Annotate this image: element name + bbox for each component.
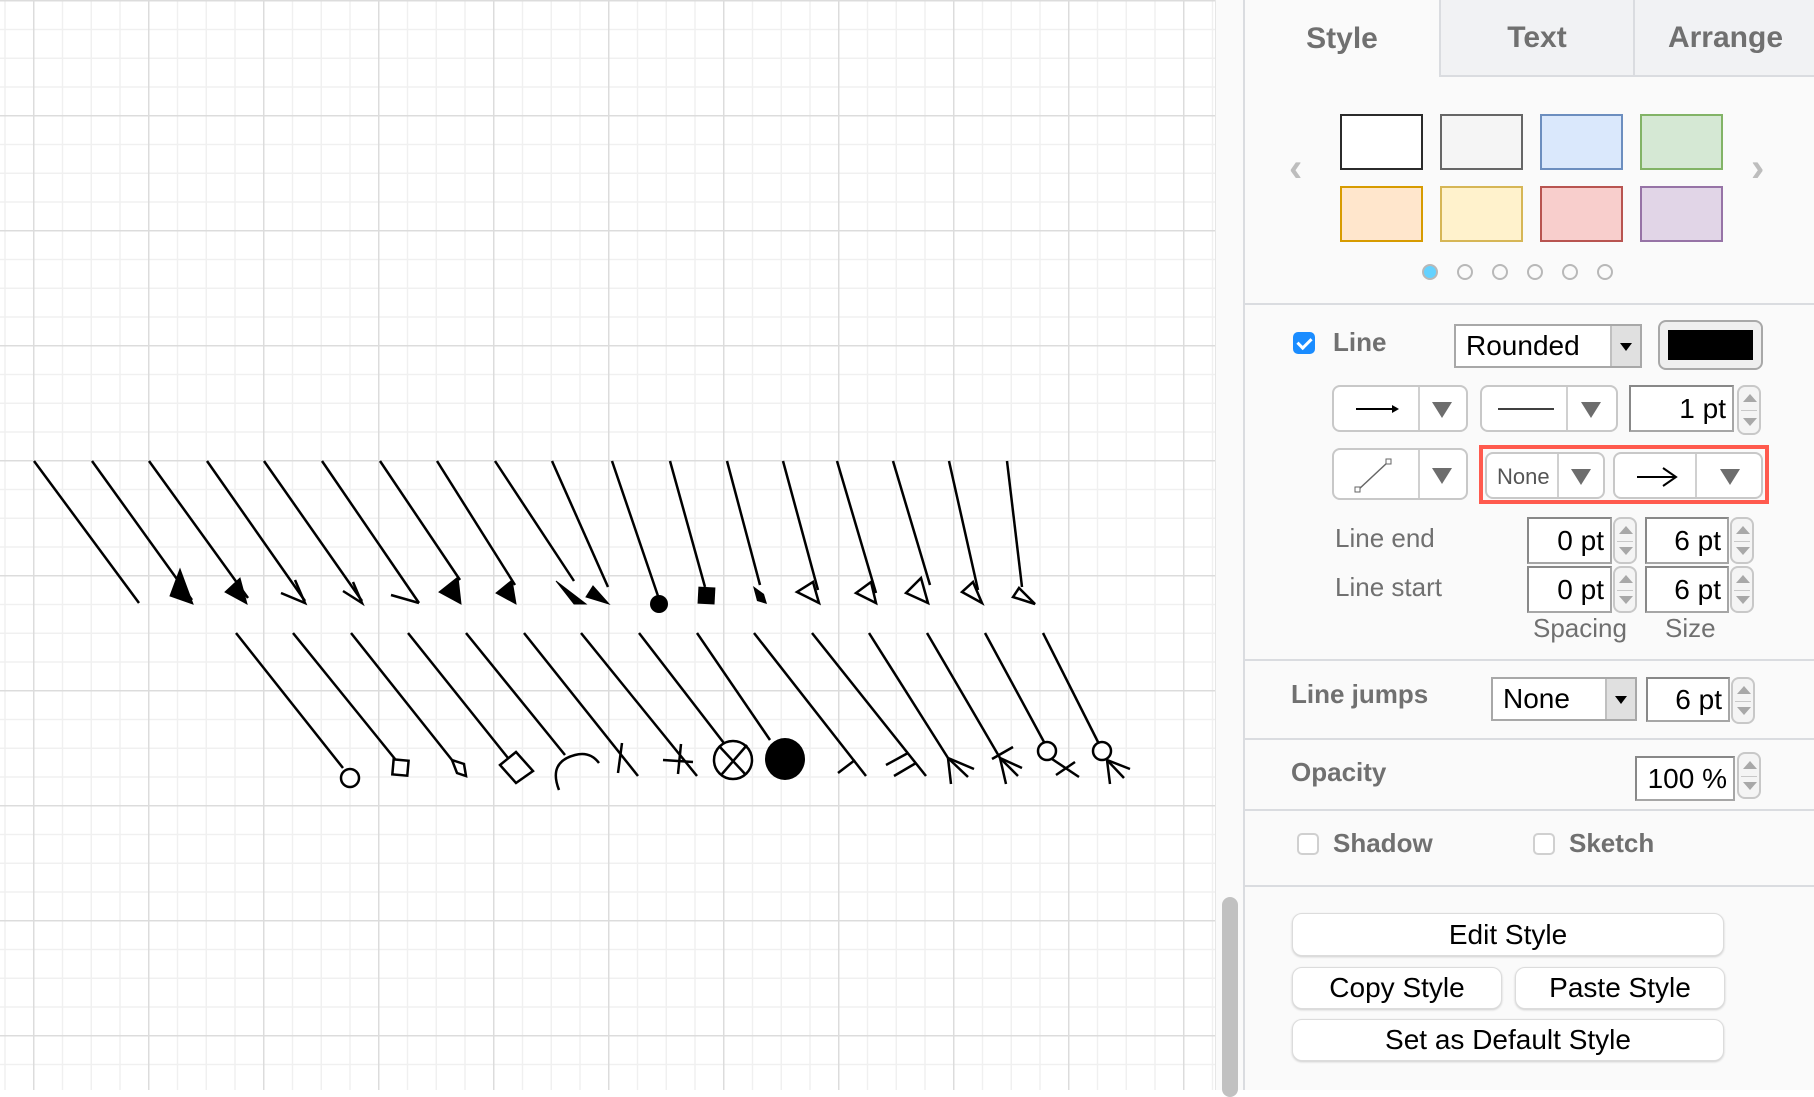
swatch-page-dot-4[interactable] bbox=[1527, 264, 1543, 280]
edit-style-label: Edit Style bbox=[1448, 918, 1568, 950]
style-swatch-green[interactable] bbox=[1640, 114, 1723, 170]
divider bbox=[1245, 303, 1814, 305]
paste-style-label: Paste Style bbox=[1549, 972, 1691, 1003]
line-label: Line bbox=[1333, 327, 1387, 357]
chevron-down-icon bbox=[1571, 469, 1591, 485]
line-style-select[interactable]: Rounded bbox=[1454, 324, 1642, 368]
chevron-down-icon bbox=[1432, 468, 1452, 484]
copy-style-button[interactable]: Copy Style bbox=[1292, 967, 1502, 1009]
sketch-label: Sketch bbox=[1569, 828, 1655, 858]
style-swatch-blue[interactable] bbox=[1540, 114, 1623, 170]
line-start-label: Line start bbox=[1335, 572, 1442, 602]
chevron-down-icon bbox=[1720, 469, 1740, 485]
swatch-page-dot-1[interactable] bbox=[1422, 264, 1438, 280]
divider bbox=[1245, 885, 1814, 887]
chevron-down-icon bbox=[1432, 402, 1452, 418]
copy-style-label: Copy Style bbox=[1329, 972, 1465, 1003]
row1-connectors bbox=[32, 460, 1036, 613]
tab-style-label: Style bbox=[1306, 21, 1378, 55]
line-start-spacing-value: 0 pt bbox=[1557, 574, 1604, 605]
style-swatch-red[interactable] bbox=[1540, 186, 1623, 242]
line-end-spacing-input[interactable]: 0 pt bbox=[1527, 517, 1612, 564]
dropdown-arrow-icon bbox=[1605, 679, 1635, 719]
swatch-page-dot-2[interactable] bbox=[1457, 264, 1473, 280]
shadow-label: Shadow bbox=[1333, 828, 1433, 858]
line-width-stepper[interactable] bbox=[1737, 385, 1761, 435]
waypoint-line-icon bbox=[1354, 458, 1392, 493]
line-style-value: Rounded bbox=[1466, 330, 1580, 361]
line-end-spacing-value: 0 pt bbox=[1557, 525, 1604, 556]
line-width-input[interactable]: 1 pt bbox=[1629, 385, 1734, 432]
line-jumps-label: Line jumps bbox=[1291, 679, 1429, 709]
line-start-size-input[interactable]: 6 pt bbox=[1645, 566, 1729, 613]
line-start-size-stepper[interactable] bbox=[1730, 566, 1754, 613]
line-end-label: Line end bbox=[1335, 523, 1435, 553]
line-color-swatch bbox=[1668, 330, 1753, 360]
chevron-down-icon bbox=[1581, 402, 1601, 418]
size-label: Size bbox=[1665, 613, 1716, 643]
connector-type-dropdown[interactable] bbox=[1332, 385, 1468, 432]
line-color-button[interactable] bbox=[1658, 320, 1763, 370]
style-swatch-orange[interactable] bbox=[1340, 186, 1423, 242]
divider bbox=[1245, 809, 1814, 811]
row2-connectors bbox=[235, 632, 1131, 791]
divider bbox=[1245, 738, 1814, 740]
line-start-value: None bbox=[1497, 464, 1550, 489]
tab-style[interactable]: Style bbox=[1245, 0, 1439, 77]
spacing-label: Spacing bbox=[1533, 613, 1627, 643]
line-end-spacing-stepper[interactable] bbox=[1613, 517, 1637, 564]
line-start-size-value: 6 pt bbox=[1674, 574, 1721, 605]
set-default-style-label: Set as Default Style bbox=[1385, 1024, 1631, 1055]
tab-text-label: Text bbox=[1507, 20, 1567, 54]
solid-line-icon bbox=[1498, 408, 1554, 410]
chevron-right-icon[interactable]: › bbox=[1751, 146, 1765, 190]
line-jumps-size-stepper[interactable] bbox=[1731, 677, 1755, 724]
divider bbox=[1245, 659, 1814, 661]
vertical-scrollbar-thumb[interactable] bbox=[1222, 897, 1238, 1097]
sketch-checkbox[interactable] bbox=[1533, 833, 1555, 855]
paste-style-button[interactable]: Paste Style bbox=[1515, 967, 1725, 1009]
chevron-left-icon[interactable]: ‹ bbox=[1289, 146, 1303, 190]
style-swatch-yellow[interactable] bbox=[1440, 186, 1523, 242]
tab-arrange[interactable]: Arrange bbox=[1633, 0, 1814, 77]
swatch-page-dot-6[interactable] bbox=[1597, 264, 1613, 280]
line-jumps-size-input[interactable]: 6 pt bbox=[1646, 677, 1730, 722]
waypoints-dropdown[interactable] bbox=[1332, 448, 1468, 500]
format-panel: Style Text Arrange ‹ › Line Rounded 1 pt bbox=[1243, 0, 1814, 1090]
opacity-value: 100 % bbox=[1647, 763, 1727, 794]
line-checkbox[interactable] bbox=[1293, 332, 1315, 354]
arrow-markers-diagram bbox=[32, 460, 1131, 791]
shadow-checkbox[interactable] bbox=[1297, 833, 1319, 855]
swatch-page-dot-3[interactable] bbox=[1492, 264, 1508, 280]
style-swatch-purple[interactable] bbox=[1640, 186, 1723, 242]
line-jumps-select[interactable]: None bbox=[1491, 677, 1637, 721]
dropdown-arrow-icon bbox=[1610, 326, 1640, 366]
diagram-canvas[interactable] bbox=[0, 0, 1215, 1090]
line-start-dropdown[interactable]: None bbox=[1485, 452, 1605, 499]
tab-text[interactable]: Text bbox=[1439, 0, 1633, 77]
opacity-stepper[interactable] bbox=[1737, 752, 1761, 799]
line-width-value: 1 pt bbox=[1679, 393, 1726, 424]
line-start-spacing-input[interactable]: 0 pt bbox=[1527, 566, 1612, 613]
line-end-size-stepper[interactable] bbox=[1730, 517, 1754, 564]
set-default-style-button[interactable]: Set as Default Style bbox=[1292, 1019, 1724, 1061]
style-swatch-gray[interactable] bbox=[1440, 114, 1523, 170]
opacity-label: Opacity bbox=[1291, 757, 1387, 787]
tab-arrange-label: Arrange bbox=[1667, 20, 1784, 54]
arrow-right-icon bbox=[1356, 405, 1399, 413]
line-jumps-value: None bbox=[1503, 683, 1570, 714]
line-jumps-size-value: 6 pt bbox=[1675, 684, 1722, 715]
line-ends-highlight bbox=[1479, 445, 1769, 504]
style-swatch-white[interactable] bbox=[1340, 114, 1423, 170]
edit-style-button[interactable]: Edit Style bbox=[1292, 913, 1724, 956]
line-end-dropdown[interactable] bbox=[1613, 452, 1763, 499]
open-arrow-right-icon bbox=[1637, 467, 1678, 487]
line-end-size-input[interactable]: 6 pt bbox=[1645, 517, 1729, 564]
line-start-spacing-stepper[interactable] bbox=[1613, 566, 1637, 613]
swatch-page-dot-5[interactable] bbox=[1562, 264, 1578, 280]
line-pattern-dropdown[interactable] bbox=[1480, 385, 1618, 432]
line-end-size-value: 6 pt bbox=[1674, 525, 1721, 556]
opacity-input[interactable]: 100 % bbox=[1635, 756, 1735, 801]
